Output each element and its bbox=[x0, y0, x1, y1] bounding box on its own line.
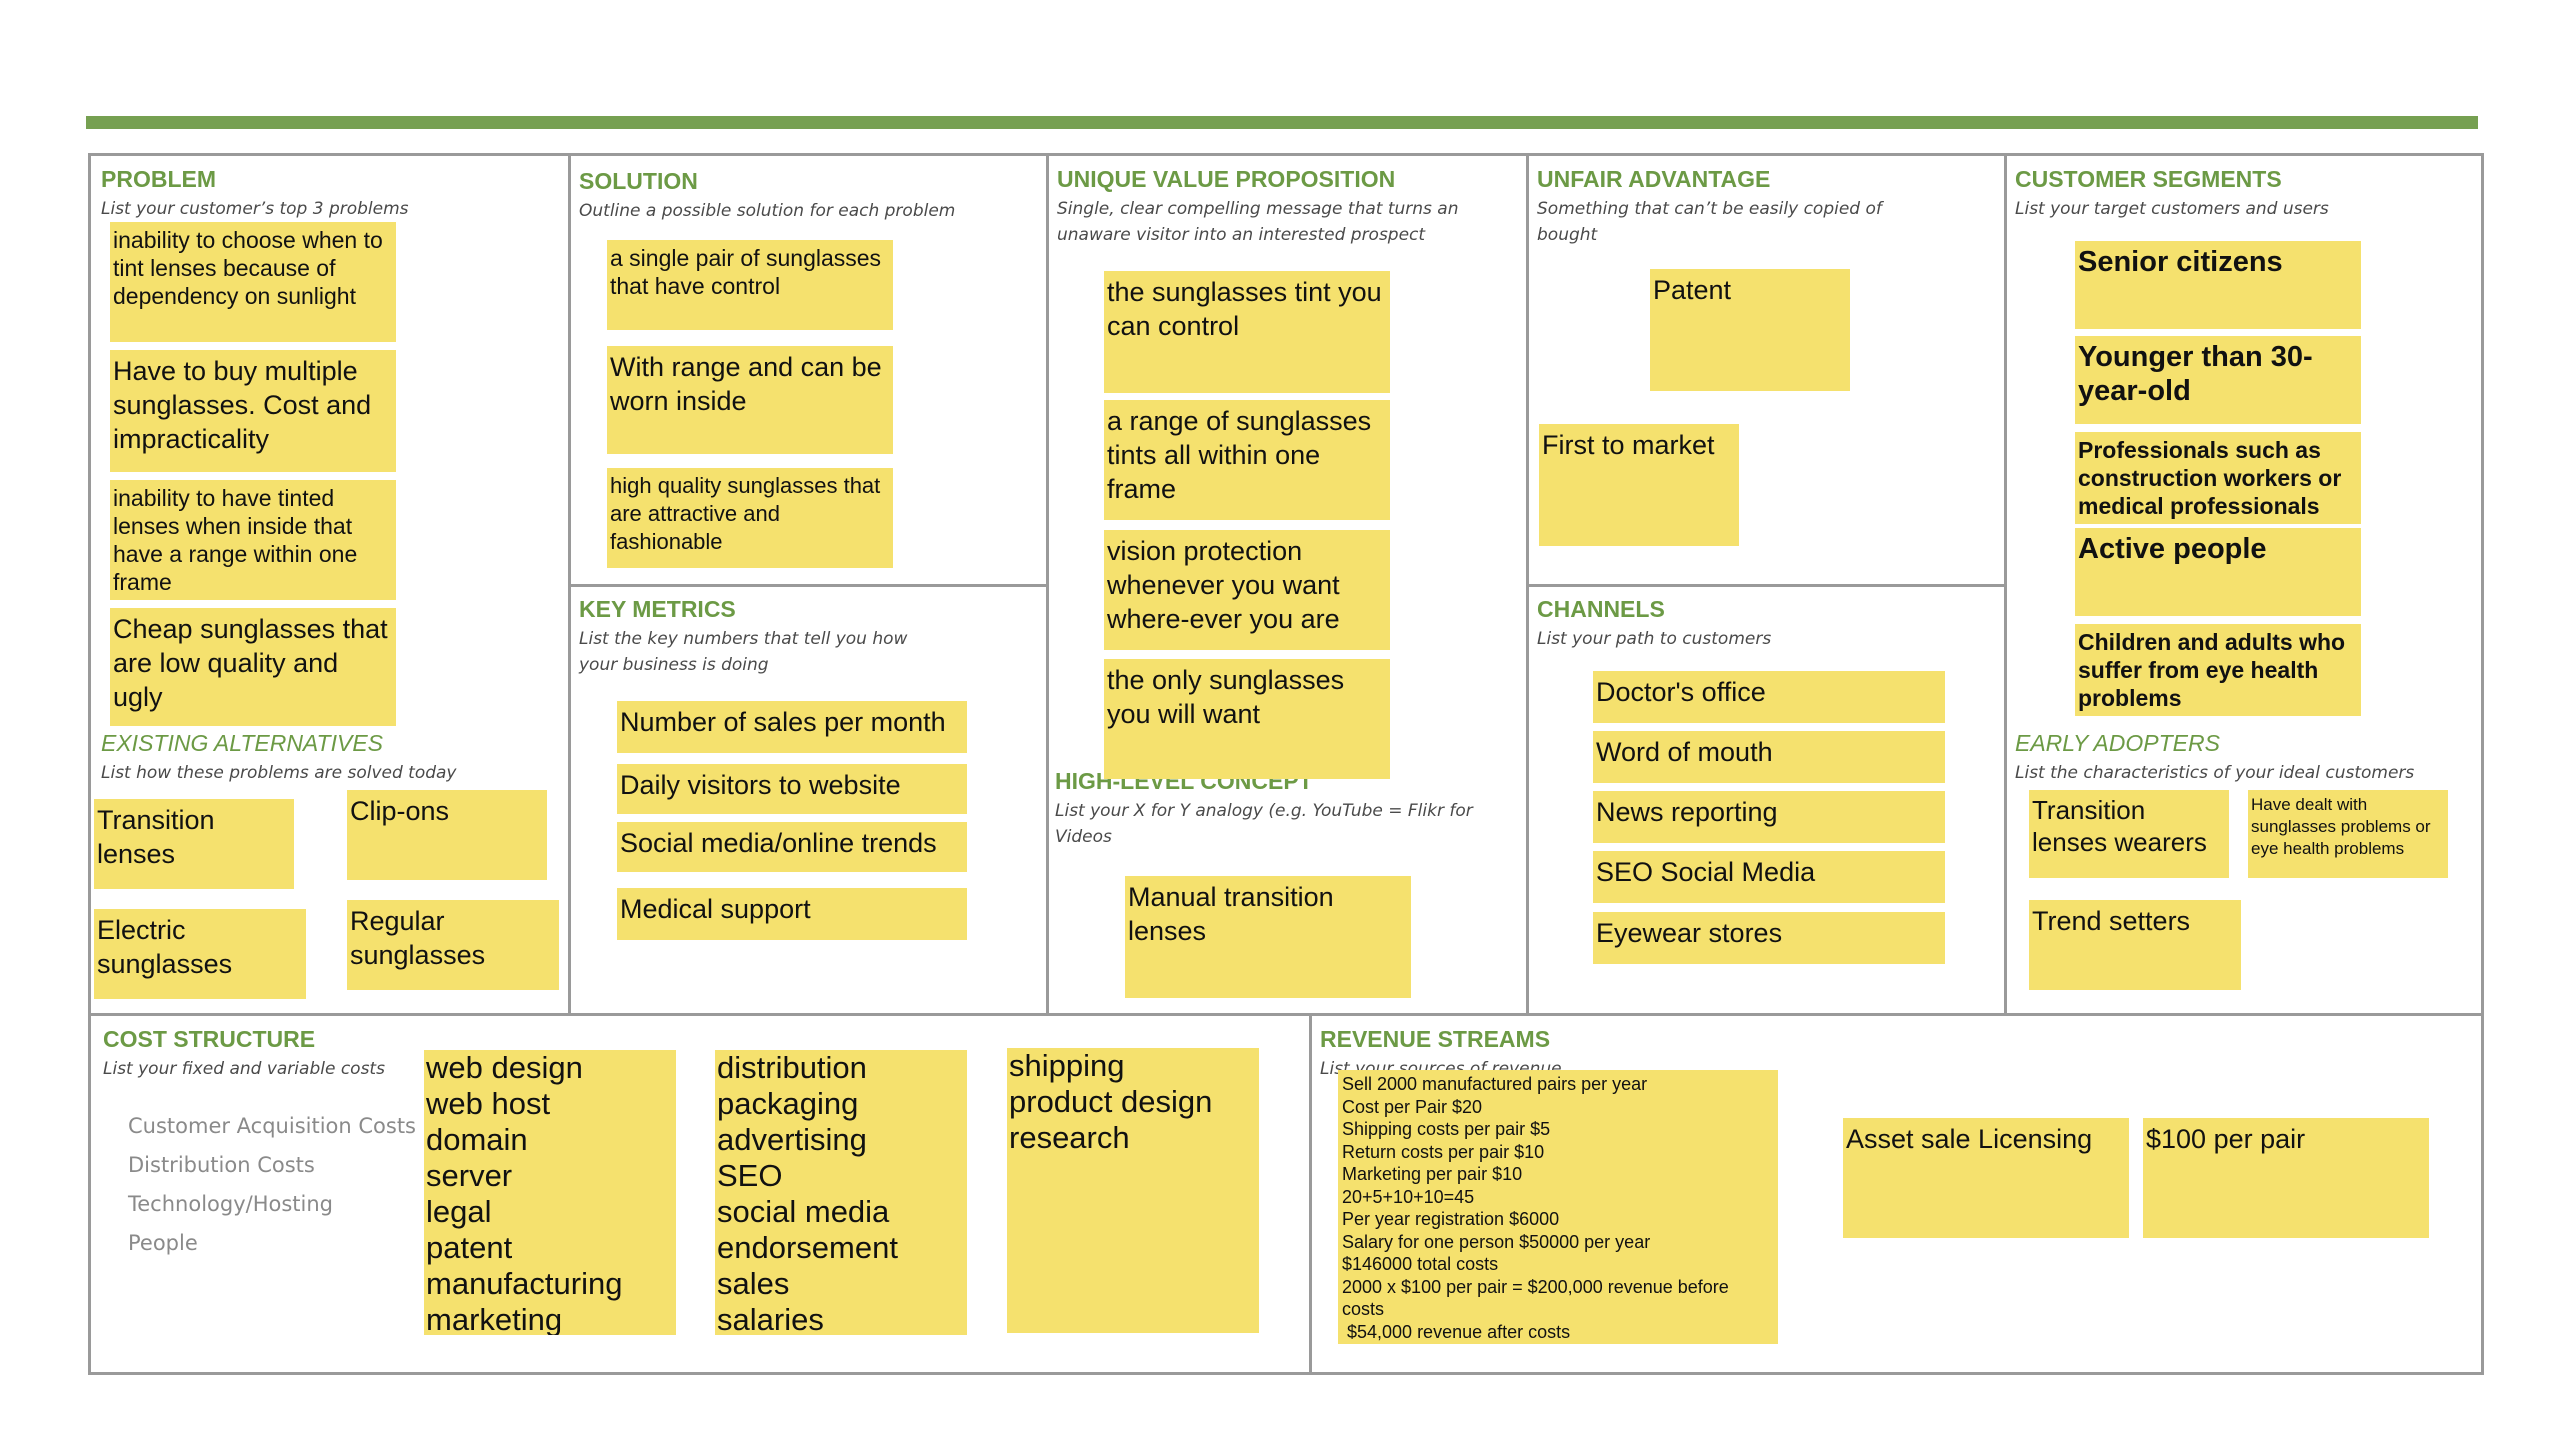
cost-structure-title: COST STRUCTURE bbox=[103, 1026, 316, 1052]
sticky-note: Word of mouth bbox=[1593, 731, 1945, 783]
sticky-note: $100 per pair bbox=[2143, 1118, 2429, 1238]
sticky-note: Transition lenses bbox=[94, 799, 294, 889]
sticky-note: SEO Social Media bbox=[1593, 851, 1945, 903]
sticky-note: Electric sunglasses bbox=[94, 909, 306, 999]
cost-structure-subtitle: List your fixed and variable costs bbox=[103, 1059, 385, 1079]
solution-title: SOLUTION bbox=[579, 168, 698, 194]
lean-canvas: PROBLEM List your customer’s top 3 probl… bbox=[88, 153, 2484, 1375]
sticky-note: Doctor's office bbox=[1593, 671, 1945, 723]
customer-segments-title: CUSTOMER SEGMENTS bbox=[2015, 166, 2282, 192]
sticky-note: Patent bbox=[1650, 269, 1850, 391]
sticky-note: Trend setters bbox=[2029, 900, 2241, 990]
sticky-note: a single pair of sunglasses that have co… bbox=[607, 240, 893, 330]
existing-alternatives-title: EXISTING ALTERNATIVES bbox=[101, 730, 384, 756]
early-adopters-title: EARLY ADOPTERS bbox=[2015, 730, 2220, 756]
divider-solution-metrics bbox=[568, 584, 1048, 587]
sticky-note-revenue-calc: Sell 2000 manufactured pairs per year Co… bbox=[1338, 1070, 1778, 1344]
key-metrics-title: KEY METRICS bbox=[579, 596, 736, 622]
channels-subtitle: List your path to customers bbox=[1537, 629, 1772, 649]
sticky-note: the sunglasses tint you can control bbox=[1104, 271, 1390, 393]
problem-title: PROBLEM bbox=[101, 166, 216, 192]
channels-title: CHANNELS bbox=[1537, 596, 1665, 622]
divider-advantage-channels bbox=[1526, 584, 2006, 587]
sticky-note-cost-list: distribution packaging advertising SEO s… bbox=[715, 1050, 967, 1335]
revenue-streams-title: REVENUE STREAMS bbox=[1320, 1026, 1551, 1052]
unfair-advantage-title: UNFAIR ADVANTAGE bbox=[1537, 166, 1771, 192]
sticky-note: Professionals such as construction worke… bbox=[2075, 432, 2361, 524]
sticky-note: Clip-ons bbox=[347, 790, 547, 880]
cost-category: Customer Acquisition Costs bbox=[128, 1114, 417, 1138]
cost-category: People bbox=[128, 1231, 198, 1255]
uvp-subtitle: Single, clear compelling message that tu… bbox=[1057, 199, 1459, 245]
sticky-note: Number of sales per month bbox=[617, 701, 967, 753]
existing-alternatives-subtitle: List how these problems are solved today bbox=[101, 763, 457, 783]
sticky-note: a range of sunglasses tints all within o… bbox=[1104, 400, 1390, 520]
sticky-note: vision protection whenever you want wher… bbox=[1104, 530, 1390, 650]
sticky-note: inability to have tinted lenses when ins… bbox=[110, 480, 396, 600]
sticky-note: Children and adults who suffer from eye … bbox=[2075, 624, 2361, 716]
sticky-note: Regular sunglasses bbox=[347, 900, 559, 990]
sticky-note: Transition lenses wearers bbox=[2029, 790, 2229, 878]
sticky-note: Social media/online trends bbox=[617, 822, 967, 872]
sticky-note: Have dealt with sunglasses problems or e… bbox=[2248, 790, 2448, 878]
sticky-note: With range and can be worn inside bbox=[607, 346, 893, 454]
problem-subtitle: List your customer’s top 3 problems bbox=[101, 199, 409, 219]
sticky-note: Eyewear stores bbox=[1593, 912, 1945, 964]
sticky-note-cost-list: shipping product design research bbox=[1007, 1048, 1259, 1333]
unfair-advantage-subtitle: Something that can’t be easily copied of… bbox=[1537, 199, 1882, 245]
sticky-note: News reporting bbox=[1593, 791, 1945, 843]
sticky-note: Senior citizens bbox=[2075, 241, 2361, 329]
cost-category: Distribution Costs bbox=[128, 1153, 315, 1177]
sticky-note: Medical support bbox=[617, 888, 967, 940]
divider-top-bottom bbox=[91, 1013, 2481, 1016]
sticky-note: Cheap sunglasses that are low quality an… bbox=[110, 608, 396, 726]
sticky-note-cost-list: web design web host domain server legal … bbox=[424, 1050, 676, 1335]
sticky-note: Active people bbox=[2075, 528, 2361, 616]
sticky-note: inability to choose when to tint lenses … bbox=[110, 222, 396, 342]
sticky-note: Have to buy multiple sunglasses. Cost an… bbox=[110, 350, 396, 472]
solution-subtitle: Outline a possible solution for each pro… bbox=[579, 201, 956, 221]
cost-categories-list: Customer Acquisition Costs Distribution … bbox=[128, 1107, 416, 1263]
sticky-note: Manual transition lenses bbox=[1125, 876, 1411, 998]
early-adopters-subtitle: List the characteristics of your ideal c… bbox=[2015, 763, 2415, 783]
sticky-note: the only sunglasses you will want bbox=[1104, 659, 1390, 779]
key-metrics-subtitle: List the key numbers that tell you how y… bbox=[579, 629, 908, 675]
sticky-note: First to market bbox=[1539, 424, 1739, 546]
customer-segments-subtitle: List your target customers and users bbox=[2015, 199, 2329, 219]
high-level-concept-subtitle: List your X for Y analogy (e.g. YouTube … bbox=[1055, 801, 1473, 847]
sticky-note: Daily visitors to website bbox=[617, 764, 967, 814]
cost-category: Technology/Hosting bbox=[128, 1192, 333, 1216]
header-accent-bar bbox=[86, 116, 2478, 129]
sticky-note: Asset sale Licensing bbox=[1843, 1118, 2129, 1238]
sticky-note: high quality sunglasses that are attract… bbox=[607, 468, 893, 568]
divider-cost-revenue bbox=[1309, 1013, 1312, 1375]
sticky-note: Younger than 30-year-old bbox=[2075, 336, 2361, 424]
uvp-title: UNIQUE VALUE PROPOSITION bbox=[1057, 166, 1396, 192]
